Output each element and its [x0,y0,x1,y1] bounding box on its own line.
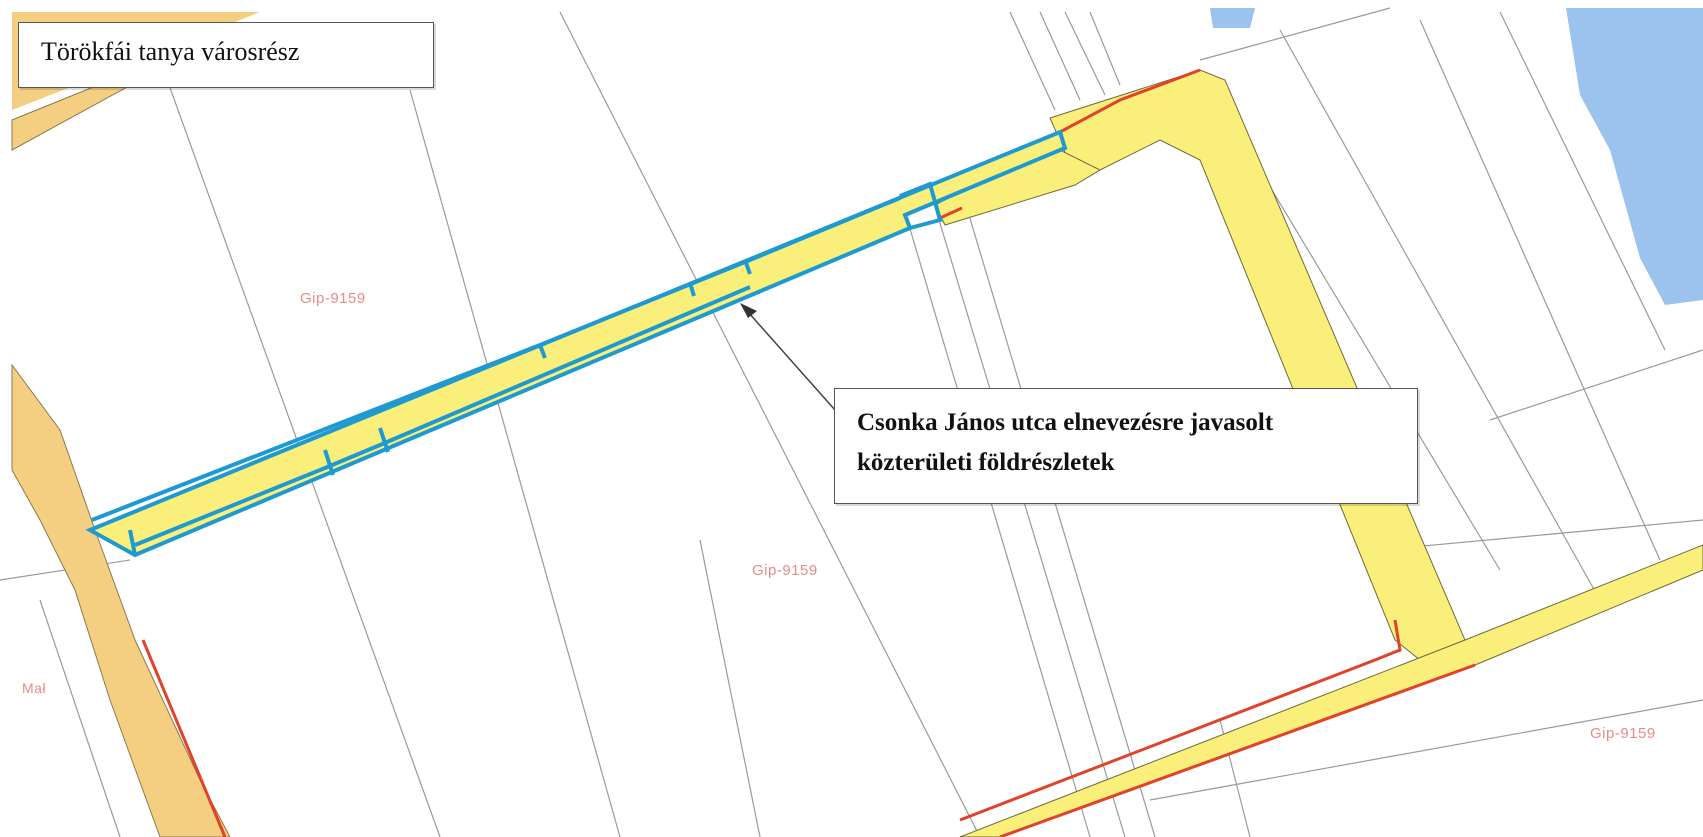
proposed-street-fill [90,132,1065,555]
building-area-small [1210,8,1255,28]
red-boundaries [141,68,1476,837]
road-left-vertical [11,363,231,837]
arrow-head-icon [740,303,757,318]
zone-label: Gip-9159 [1590,725,1656,742]
zone-label: Mał [22,680,46,696]
parcel-boundaries [0,7,1703,837]
callout-line-1: Csonka János utca elnevezésre javasolt [857,409,1274,436]
street-name-callout: Csonka János utca elnevezésre javasolt k… [834,388,1418,504]
zone-label: Gip-9159 [752,562,818,579]
district-label: Törökfái tanya városrész [18,22,434,88]
district-label-text: Törökfái tanya városrész [41,37,300,66]
callout-arrow [740,303,836,411]
callout-line-2: közterületi földrészletek [857,449,1115,476]
zone-label: Gip-9159 [300,290,366,307]
building-area [1566,8,1703,305]
road-network [934,69,1703,837]
proposed-street [85,129,1068,558]
